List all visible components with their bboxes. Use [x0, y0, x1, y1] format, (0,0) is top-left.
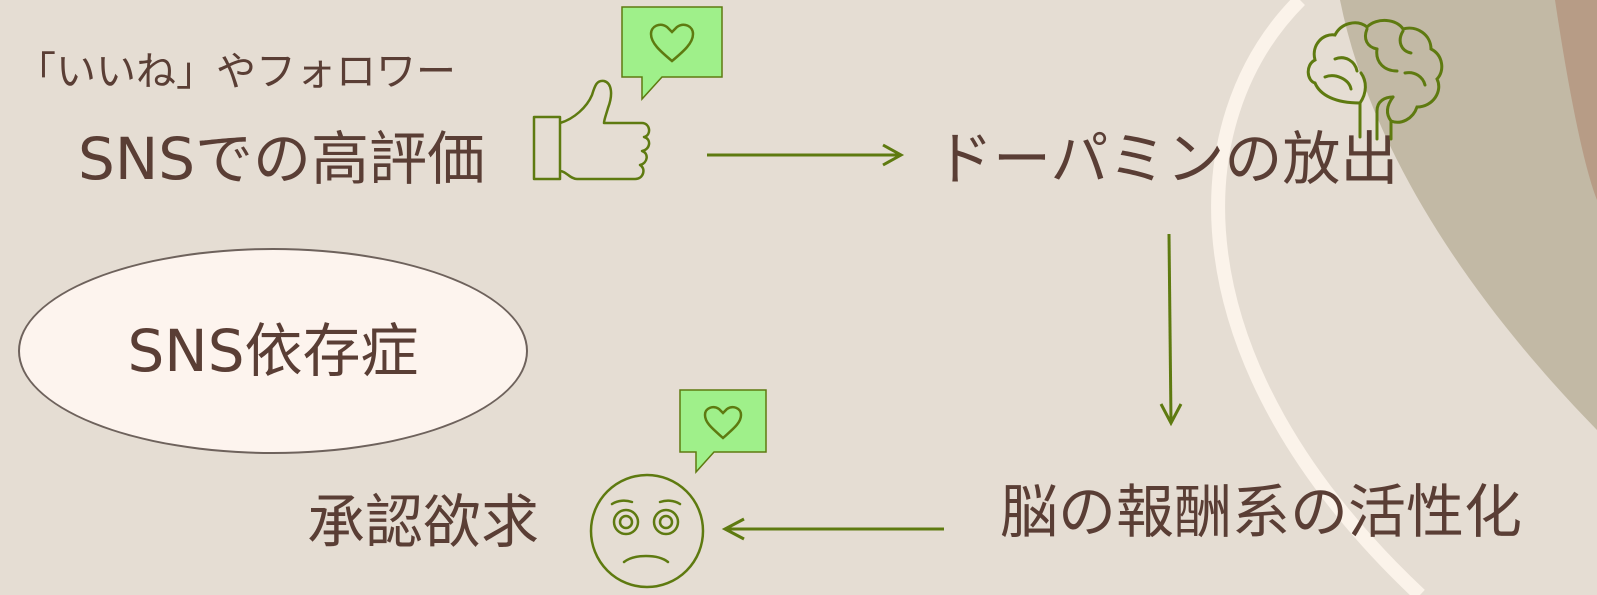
approval-need-label: 承認欲求 — [307, 488, 540, 556]
like-caption: 「いいね」やフォロワー — [16, 49, 456, 95]
arrow-to-approval-need — [721, 517, 944, 541]
thumbs-up-icon — [532, 79, 651, 181]
reward-system-label: 脳の報酬系の活性化 — [1000, 478, 1523, 546]
heart-speech-bubble-icon — [621, 6, 723, 101]
arrow-to-dopamine — [707, 143, 905, 167]
brain-icon — [1306, 19, 1444, 141]
high-rating-label: SNSでの高評価 — [78, 125, 486, 193]
heart-speech-bubble-icon — [679, 389, 767, 474]
addiction-label: SNS依存症 — [127, 317, 419, 385]
addiction-ellipse: SNS依存症 — [18, 248, 528, 454]
dopamine-label: ドーパミンの放出 — [935, 125, 1399, 193]
worried-face-icon — [589, 473, 705, 589]
arrow-to-reward-system — [1159, 233, 1183, 427]
